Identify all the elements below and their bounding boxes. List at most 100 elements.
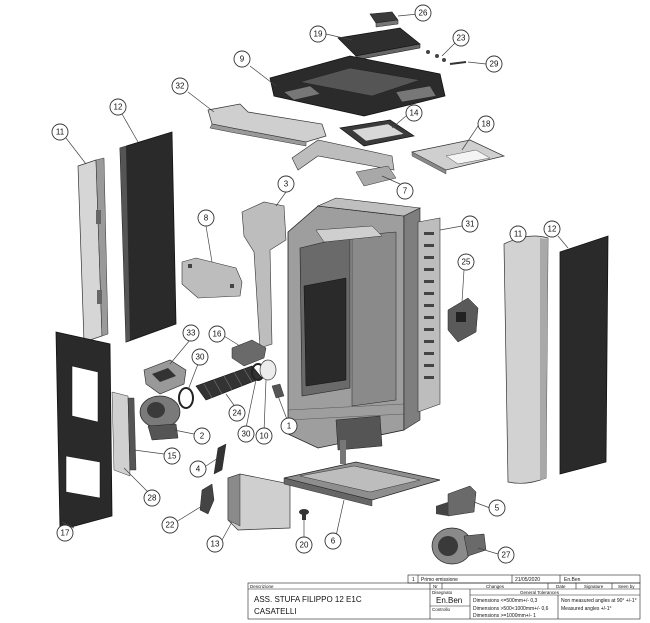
part-18-drawing <box>410 139 506 175</box>
tb-header-nr: Nr <box>433 584 438 589</box>
svg-text:8: 8 <box>204 214 209 223</box>
callout-17: 17 <box>56 524 74 542</box>
part-26-drawing <box>369 11 399 28</box>
part-16-drawing <box>231 339 267 367</box>
part-6-drawing <box>283 440 441 507</box>
part-12-left-drawing <box>119 131 177 343</box>
revision-index: 1 <box>412 577 415 583</box>
tb-drawn-by: En.Ben <box>436 596 462 605</box>
callout-19: 19 <box>309 25 327 43</box>
svg-text:15: 15 <box>168 452 177 461</box>
callout-16: 16 <box>208 325 226 343</box>
callouts-layer: 26 19 23 9 29 32 14 18 12 11 7 3 8 31 11… <box>51 4 561 564</box>
svg-text:14: 14 <box>410 109 419 118</box>
tb-description-line2: CASATELLI <box>254 607 297 616</box>
part-33-drawing <box>143 359 187 395</box>
callout-25: 25 <box>457 253 475 271</box>
part-29-drawing <box>449 61 467 65</box>
part-15-drawing <box>127 397 137 471</box>
tb-header-date: Date <box>556 584 566 589</box>
svg-text:32: 32 <box>176 82 185 91</box>
part-31-drawing <box>417 217 441 413</box>
part-27-drawing <box>431 527 487 565</box>
callout-14: 14 <box>405 104 423 122</box>
part-20-drawing <box>299 509 309 520</box>
tb-description-line1: ASS. STUFA FILIPPO 12 E1C <box>254 595 362 604</box>
callout-11-right: 11 <box>509 225 527 243</box>
part-14-drawing <box>339 119 415 147</box>
svg-text:17: 17 <box>61 529 70 538</box>
svg-text:12: 12 <box>548 225 557 234</box>
part-7-drawing <box>291 139 397 187</box>
revision-author: En.Ben <box>564 577 581 583</box>
callout-2: 2 <box>193 427 211 445</box>
part-17-drawing <box>55 331 113 531</box>
part-22-drawing <box>199 483 215 515</box>
callout-10: 10 <box>255 427 273 445</box>
tb-header-general-tolerances: General Tolerances <box>520 590 560 595</box>
tb-header-descrizione: Descrizione <box>250 584 274 589</box>
svg-text:9: 9 <box>240 55 245 64</box>
svg-text:29: 29 <box>490 60 499 69</box>
part-11-right-drawing <box>503 235 549 484</box>
svg-text:18: 18 <box>482 120 491 129</box>
part-25-drawing <box>447 297 479 343</box>
svg-text:11: 11 <box>514 230 523 239</box>
svg-text:10: 10 <box>260 432 269 441</box>
part-5-drawing <box>436 485 477 517</box>
part-28-drawing <box>111 391 131 477</box>
tb-header-signature: Signature <box>584 584 604 589</box>
callout-12-left: 12 <box>109 98 127 116</box>
svg-text:30: 30 <box>242 430 251 439</box>
tb-tolerance-2: Dimensions >500<1000mm+/- 0,6 <box>473 606 549 612</box>
part-12-right-drawing <box>559 235 609 475</box>
callout-24: 24 <box>228 404 246 422</box>
callout-12-right: 12 <box>543 220 561 238</box>
callout-31: 31 <box>461 215 479 233</box>
part-8-drawing <box>181 257 243 299</box>
callout-33: 33 <box>182 324 200 342</box>
svg-text:31: 31 <box>466 220 475 229</box>
callout-11-left: 11 <box>51 123 69 141</box>
parts-layer <box>55 11 609 565</box>
leader-lines <box>61 13 569 555</box>
svg-text:1: 1 <box>287 422 292 431</box>
callout-32: 32 <box>171 77 189 95</box>
svg-text:20: 20 <box>300 541 309 550</box>
svg-text:2: 2 <box>200 432 205 441</box>
callout-28: 28 <box>143 489 161 507</box>
svg-text:30: 30 <box>196 353 205 362</box>
part-1-drawing <box>271 383 285 399</box>
tb-header-seen-by: Seen by <box>618 584 635 589</box>
callout-15: 15 <box>163 447 181 465</box>
svg-text:33: 33 <box>187 329 196 338</box>
svg-text:3: 3 <box>284 180 289 189</box>
svg-text:13: 13 <box>211 540 220 549</box>
part-4-drawing <box>213 443 227 475</box>
callout-27: 27 <box>497 546 515 564</box>
svg-text:7: 7 <box>403 187 408 196</box>
part-11-left-drawing <box>77 157 109 343</box>
tb-tolerance-3: Dimensions >=1000mm+/- 1 <box>473 613 536 619</box>
part-30-left-drawing <box>178 387 194 409</box>
title-block: 1 Primo emissione 21/05/2020 En.Ben Desc… <box>247 574 641 620</box>
part-3-drawing <box>241 201 287 349</box>
tb-angle-2: Measured angles +/-1° <box>561 606 612 612</box>
svg-text:27: 27 <box>502 551 511 560</box>
callout-5: 5 <box>488 499 506 517</box>
callout-8: 8 <box>197 209 215 227</box>
callout-30-left: 30 <box>191 348 209 366</box>
callout-18: 18 <box>477 115 495 133</box>
svg-text:11: 11 <box>56 128 65 137</box>
svg-text:16: 16 <box>213 330 222 339</box>
tb-header-disegnato: Disegnato <box>432 590 453 595</box>
callout-23: 23 <box>452 29 470 47</box>
callout-1: 1 <box>280 417 298 435</box>
part-9-drawing <box>269 55 446 117</box>
svg-text:28: 28 <box>148 494 157 503</box>
part-23-drawing <box>426 50 446 62</box>
part-19-drawing <box>337 27 421 61</box>
callout-26: 26 <box>414 4 432 22</box>
svg-text:22: 22 <box>166 521 175 530</box>
revision-date: 21/05/2020 <box>515 577 540 583</box>
